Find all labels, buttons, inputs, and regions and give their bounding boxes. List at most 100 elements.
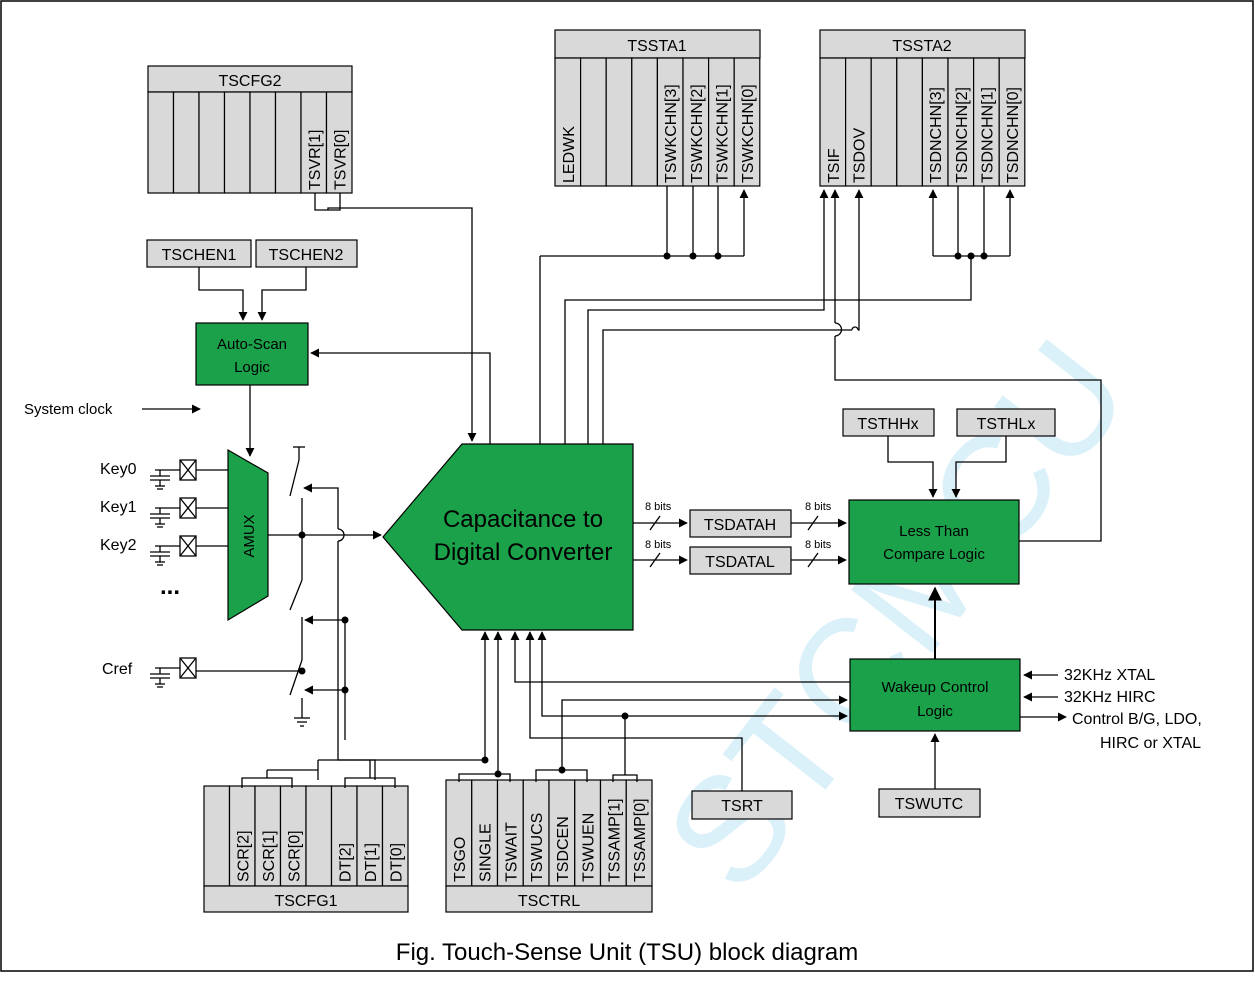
- register-bit-label: TSDNCHN[3]: [928, 87, 945, 183]
- register-bit-label: TSWKCHN[0]: [740, 84, 757, 183]
- register-bit-cell: [972, 57, 1000, 187]
- auto-scan-line2: Logic: [234, 359, 270, 376]
- register-bit-label: SINGLE: [478, 823, 495, 882]
- data-buses: 8 bits 8 bits 8 bits 8 bits: [633, 501, 847, 568]
- auto-scan-logic-block: Auto-Scan Logic: [195, 322, 309, 386]
- register-bit-cell: [819, 57, 847, 187]
- tsthh-register: TSTHHx: [842, 408, 935, 437]
- tscfg2-label: TSCFG2: [218, 73, 281, 90]
- key-inputs: Key0 Key1 Key2 ...: [100, 461, 180, 600]
- register-bit-cell: [325, 91, 353, 194]
- bus-width-label: 8 bits: [645, 539, 672, 551]
- register-bit-label: SCR[2]: [235, 830, 252, 882]
- register-bit-cell: [605, 57, 633, 187]
- tsdatah-register: TSDATAH: [689, 509, 792, 538]
- register-bit-label: TSDNCHN[1]: [979, 87, 996, 183]
- register-bit-cell: [625, 779, 653, 887]
- register-bit-cell: [682, 57, 710, 187]
- register-bit-label: DT[1]: [363, 843, 380, 882]
- register-bit-cell: [921, 57, 949, 187]
- tscfg1-register: SCR[2]SCR[1]SCR[0]DT[2]DT[1]DT[0] TSCFG1: [203, 785, 409, 913]
- tswutc-label: TSWUTC: [895, 796, 963, 813]
- register-bit-cell: [172, 91, 200, 194]
- register-bit-label: SCR[0]: [286, 830, 303, 882]
- register-bit-label: TSGO: [452, 837, 469, 882]
- bus-width-label: 8 bits: [805, 539, 832, 551]
- register-bit-cell: [522, 779, 550, 887]
- register-bit-label: TSWKCHN[1]: [714, 84, 731, 183]
- more-keys-ellipsis: ...: [160, 573, 180, 600]
- tssta1-label: TSSTA1: [627, 38, 686, 55]
- register-bit-label: TSSAMP[0]: [632, 798, 649, 882]
- tsdatah-label: TSDATAH: [704, 517, 776, 534]
- register-bit-cell: [274, 91, 302, 194]
- register-bit-label: SCR[1]: [261, 830, 278, 882]
- wakeup-line2: Logic: [917, 703, 953, 720]
- auto-scan-line1: Auto-Scan: [217, 336, 287, 353]
- cdc-line2: Digital Converter: [434, 539, 613, 566]
- bus-width-label: 8 bits: [805, 501, 832, 513]
- tscfg1-label: TSCFG1: [274, 893, 337, 910]
- register-bit-cell: [656, 57, 684, 187]
- amux-label: AMUX: [241, 514, 258, 557]
- wakeup-line1: Wakeup Control: [882, 679, 989, 696]
- tschen2-label: TSCHEN2: [269, 247, 344, 264]
- xtal-32khz-label: 32KHz XTAL: [1064, 667, 1155, 684]
- key1-label: Key1: [100, 499, 137, 516]
- register-bit-label: TSDNCHN[0]: [1005, 87, 1022, 183]
- register-bit-cell: [147, 91, 175, 194]
- register-bit-label: TSWKCHN[2]: [689, 84, 706, 183]
- register-bit-cell: [223, 91, 251, 194]
- bus-width-label: 8 bits: [645, 501, 672, 513]
- register-bit-cell: [249, 91, 277, 194]
- control-output-line1: Control B/G, LDO,: [1072, 711, 1202, 728]
- tschen1-label: TSCHEN1: [162, 247, 237, 264]
- compare-line2: Compare Logic: [883, 546, 985, 563]
- tsrt-label: TSRT: [721, 798, 763, 815]
- register-bit-cell: [579, 57, 607, 187]
- switch-network: [196, 446, 382, 780]
- tsctrl-register: TSGO SINGLE TSWAIT TSWUCS TSDCEN TSWUEN TSSAMP…: [445, 779, 653, 913]
- cdc-block: Capacitance to Digital Converter: [382, 443, 634, 631]
- system-clock-label: System clock: [24, 401, 113, 418]
- register-bit-cell: [707, 57, 735, 187]
- register-bit-cell: [300, 91, 328, 194]
- tssta2-bus: [564, 186, 1102, 542]
- tscfg2-register: TSCFG2 TSVR[1] TSVR[0]: [147, 65, 353, 194]
- register-bit-cell: [203, 785, 231, 887]
- tsthh-label: TSTHHx: [857, 416, 918, 433]
- register-bit-cell: [844, 57, 872, 187]
- tswutc-register: TSWUTC: [878, 788, 981, 818]
- tsctrl-label: TSCTRL: [518, 893, 580, 910]
- tsctrl-bus: [241, 631, 850, 791]
- register-bit-label: TSSAMP[1]: [606, 798, 623, 882]
- register-bit-label: TSDOV: [851, 128, 868, 183]
- amux-block: AMUX: [227, 448, 269, 622]
- register-bit-label: TSVR[0]: [332, 130, 349, 190]
- register-bit-label: TSIF: [826, 148, 843, 183]
- key2-label: Key2: [100, 537, 137, 554]
- tssta2-label: TSSTA2: [892, 38, 951, 55]
- register-bit-label: TSVR[1]: [307, 130, 324, 190]
- key0-label: Key0: [100, 461, 137, 478]
- tsthl-label: TSTHLx: [977, 416, 1036, 433]
- cref-label: Cref: [102, 661, 133, 678]
- register-bit-label: TSWUCS: [529, 813, 546, 882]
- register-bit-label: TSWUEN: [581, 813, 598, 882]
- tsdatal-register: TSDATAL: [689, 546, 792, 575]
- watermark: STCMCU: [633, 310, 1160, 919]
- register-bit-cell: [896, 57, 923, 187]
- tssta1-bus: [539, 186, 749, 444]
- register-bit-label: DT[0]: [388, 843, 405, 882]
- tsrt-register: TSRT: [691, 790, 793, 820]
- register-bit-label: TSWAIT: [503, 822, 520, 882]
- figure-caption: Fig. Touch-Sense Unit (TSU) block diagra…: [396, 939, 858, 966]
- tschen1-register: TSCHEN1: [146, 239, 252, 268]
- register-bit-cell: [554, 57, 582, 187]
- register-bit-cell: [198, 91, 226, 194]
- register-bit-cell: [870, 57, 898, 187]
- register-bit-label: TSDCEN: [555, 816, 572, 882]
- register-bit-label: TSDNCHN[2]: [954, 87, 971, 183]
